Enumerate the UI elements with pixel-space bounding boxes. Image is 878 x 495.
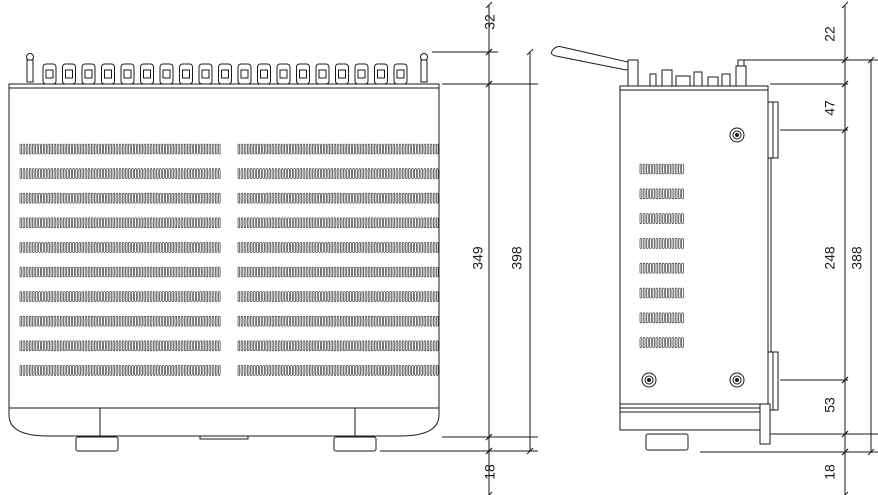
vent-row	[19, 217, 221, 229]
rear-terminal	[159, 63, 174, 85]
rear-terminal	[354, 63, 369, 85]
side-view-rear-connectors	[649, 59, 747, 87]
dim-top-feet: 18	[482, 464, 498, 480]
dim-side-overall: 388	[849, 246, 865, 270]
dimline-side-top-upper	[841, 1, 849, 64]
side-vent-row	[639, 262, 684, 274]
side-vent-row	[639, 213, 684, 224]
rear-terminal	[393, 63, 408, 85]
side-vent-row	[639, 163, 684, 175]
side-view-unit	[551, 46, 779, 451]
rear-terminal	[276, 63, 291, 85]
dim-side-top-gap: 22	[822, 26, 838, 42]
rear-terminal	[296, 63, 310, 85]
dimline-side-overall	[867, 56, 875, 456]
vent-row	[19, 266, 221, 278]
rear-terminal	[374, 63, 388, 85]
vent-row	[237, 217, 439, 229]
top-view-left-antenna	[26, 53, 34, 83]
rear-terminal	[198, 63, 213, 85]
dim-side-upper-bracket: 47	[822, 100, 838, 116]
dimline-top-body-depth	[485, 80, 493, 441]
rear-terminal	[237, 63, 252, 85]
top-view-foot-left	[75, 436, 119, 452]
rear-terminal	[81, 63, 96, 85]
side-vent-row	[639, 238, 684, 249]
vent-row	[19, 291, 221, 302]
top-view-foot-right	[333, 436, 377, 452]
side-view-foot	[645, 433, 689, 451]
vent-row	[237, 143, 439, 155]
vent-row	[237, 340, 439, 352]
rear-terminal	[120, 63, 135, 85]
vent-row	[19, 242, 221, 253]
side-vent-row	[639, 287, 684, 299]
vent-row	[237, 315, 439, 327]
rear-terminal	[179, 63, 193, 85]
rear-terminal-row	[42, 63, 408, 85]
side-vent-grille	[639, 163, 684, 348]
top-view-front-panel	[8, 407, 440, 437]
side-view-cabinet	[619, 85, 769, 405]
vent-row	[237, 168, 439, 179]
top-vent-grille-right	[237, 143, 439, 376]
rear-terminal	[315, 63, 330, 85]
vent-row	[237, 291, 439, 302]
vent-row	[19, 168, 221, 179]
top-view-right-antenna	[420, 53, 428, 83]
vent-row	[237, 266, 439, 278]
dimension-lines	[485, 1, 875, 495]
rear-terminal	[218, 63, 232, 85]
rear-terminal	[335, 63, 349, 85]
dimline-top-overall	[526, 48, 534, 455]
vent-row	[19, 143, 221, 155]
side-vent-row	[639, 312, 684, 324]
dimline-side-upper-bracket	[841, 80, 849, 134]
side-screw-top	[729, 127, 745, 143]
top-vent-grille-left	[19, 143, 221, 376]
vent-row	[237, 365, 439, 376]
vent-row	[19, 340, 221, 352]
rear-terminal	[257, 63, 271, 85]
vent-row	[237, 192, 439, 204]
vent-row	[237, 242, 439, 253]
rear-terminal	[101, 63, 115, 85]
dim-side-middle-span: 248	[822, 246, 838, 270]
dimline-side-middle	[841, 126, 849, 384]
dim-top-overall-depth: 398	[509, 246, 525, 270]
dimline-top-feet-lower	[485, 447, 493, 495]
dimline-side-lower-bracket	[841, 376, 849, 438]
dim-side-lower-bracket: 53	[822, 397, 838, 413]
vent-row	[19, 365, 221, 376]
top-view-unit	[8, 53, 440, 452]
rear-terminal	[62, 63, 76, 85]
dim-top-terminals: 32	[482, 14, 498, 30]
side-screw-bottom-right	[729, 372, 745, 388]
dim-side-feet: 18	[822, 464, 838, 480]
dim-top-body-depth: 349	[470, 246, 486, 270]
side-screw-bottom-left	[641, 372, 657, 388]
rear-terminal	[42, 63, 57, 85]
vent-row	[19, 192, 221, 204]
side-vent-row	[639, 188, 684, 200]
side-view-antenna	[551, 46, 639, 87]
rear-terminal	[140, 63, 154, 85]
dimline-side-feet-lower	[841, 448, 849, 495]
vent-row	[19, 315, 221, 327]
side-vent-row	[639, 337, 684, 348]
